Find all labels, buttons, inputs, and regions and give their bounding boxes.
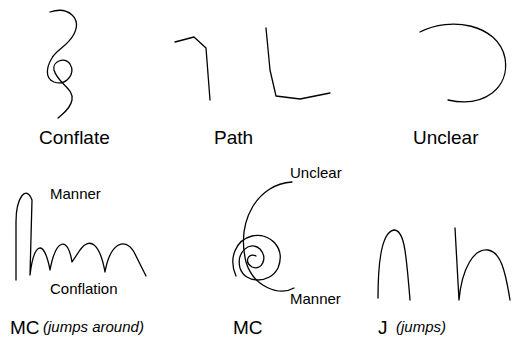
category-label: MC xyxy=(10,318,40,337)
jumps-trace xyxy=(455,228,510,300)
category-note: (jumps) xyxy=(396,319,446,334)
gesture-label: Conflation xyxy=(50,281,118,296)
spiral-trace xyxy=(233,235,280,280)
path-trace xyxy=(266,28,330,99)
gesture-label: Path xyxy=(214,128,253,147)
category-label: J xyxy=(378,318,388,337)
path-trace xyxy=(175,37,210,100)
gesture-label: Conflate xyxy=(39,128,110,147)
category-label: MC xyxy=(233,318,263,337)
gesture-label: Manner xyxy=(50,186,101,201)
jumps-trace xyxy=(378,230,410,300)
gesture-label: Unclear xyxy=(413,128,478,147)
unclear-trace xyxy=(420,24,506,102)
gesture-label: Unclear xyxy=(290,165,342,180)
conflate-trace xyxy=(47,10,76,118)
mc-trace xyxy=(16,193,146,280)
gesture-label: Manner xyxy=(290,291,341,306)
category-note: (jumps around) xyxy=(43,319,144,334)
